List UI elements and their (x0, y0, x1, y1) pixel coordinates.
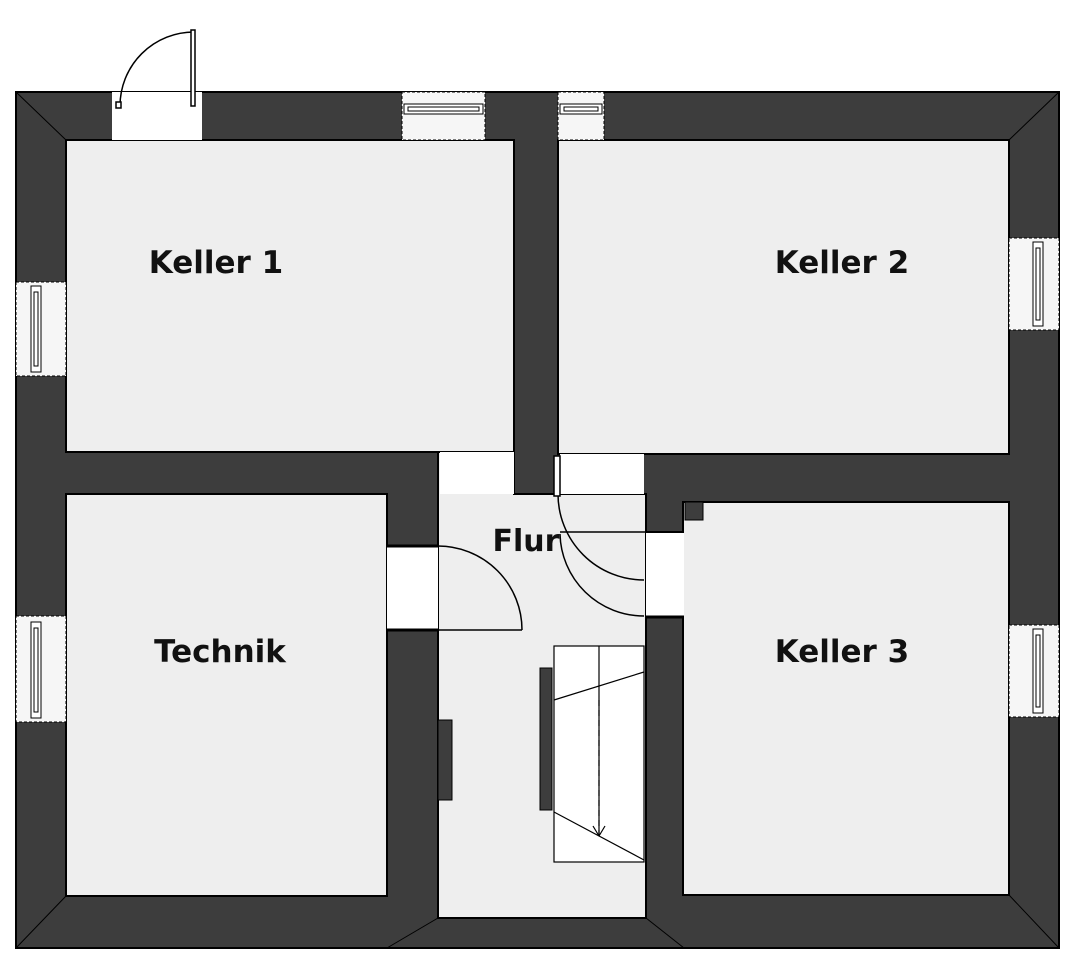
window-right-keller-2 (1008, 237, 1060, 331)
room-technik-floor (65, 493, 388, 897)
room-label-keller-3: Keller 3 (775, 634, 909, 670)
room-label-flur: Flur (493, 524, 560, 559)
window-left-technik (15, 615, 67, 723)
room-label-technik: Technik (154, 634, 287, 670)
keller-3-door-icon (559, 531, 646, 617)
stair-handrail (539, 667, 553, 811)
window-top-keller-2 (557, 91, 605, 141)
chimney (684, 501, 704, 521)
window-top-keller-1 (401, 91, 486, 141)
room-keller-2-floor (557, 139, 1010, 455)
technik-door-opening (387, 546, 438, 630)
window-left-keller-1 (15, 281, 67, 377)
staircase (553, 645, 645, 863)
hall-opening-right (560, 454, 644, 494)
entrance-door-opening (112, 92, 202, 140)
keller-3-door-opening (646, 532, 684, 616)
hall-opening-top (440, 452, 514, 494)
wall-corner-marks (15, 91, 1060, 949)
room-label-keller-1: Keller 1 (149, 245, 283, 281)
window-right-keller-3 (1008, 624, 1060, 718)
keller-2-door-icon (553, 455, 645, 581)
hall-wall-element (437, 719, 453, 801)
room-label-keller-2: Keller 2 (775, 245, 909, 281)
room-keller-3-floor (682, 501, 1010, 896)
room-keller-1-floor (65, 139, 515, 453)
technik-door-icon (437, 545, 523, 631)
entrance-door-icon (115, 29, 196, 109)
